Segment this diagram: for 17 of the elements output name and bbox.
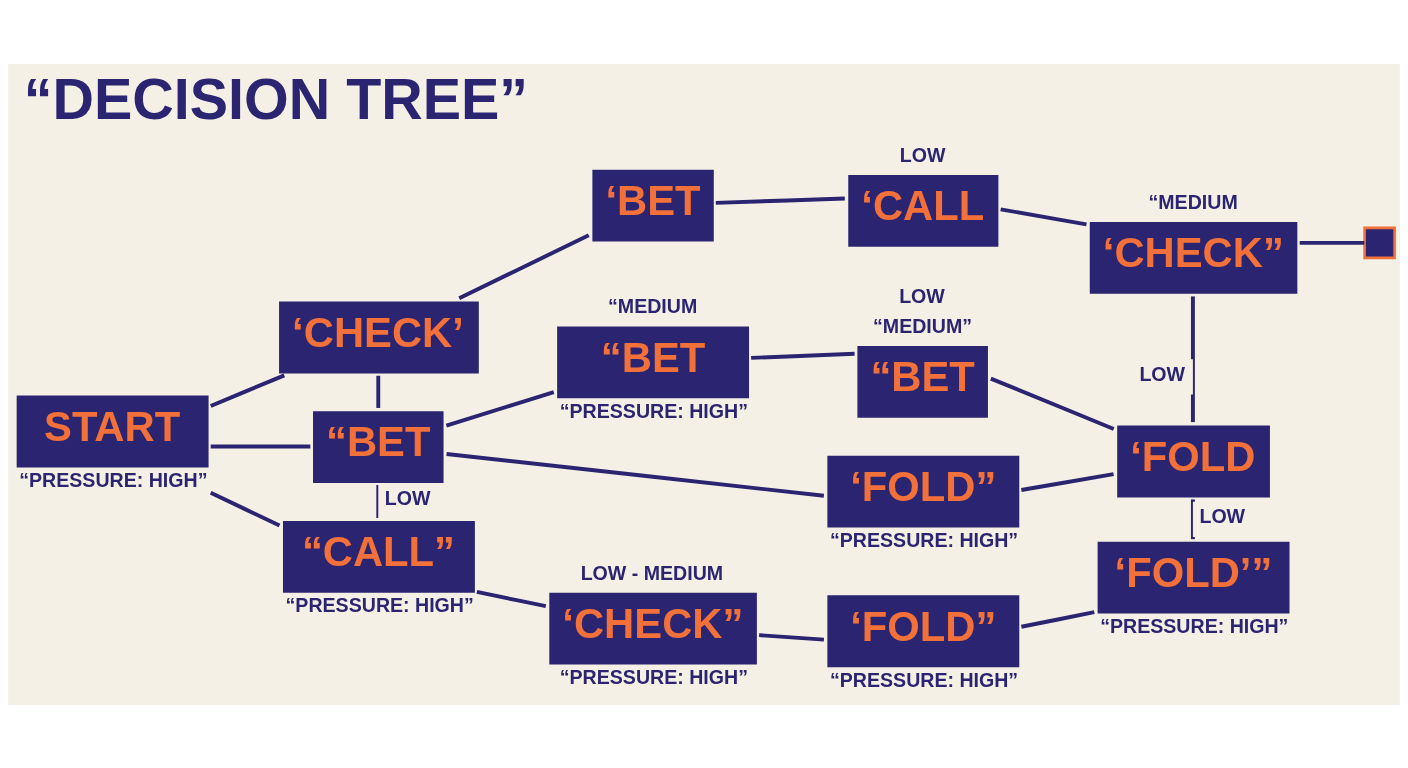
node-label: “PRESSURE: HIGH” <box>559 665 748 688</box>
node-label: “PRESSURE: HIGH” <box>829 668 1019 691</box>
node-label: LOW - MEDIUM <box>580 561 724 584</box>
node-label: “PRESSURE: HIGH” <box>285 593 474 616</box>
node-label: “PRESSURE: HIGH” <box>19 468 208 491</box>
edge-label: LOW <box>384 486 431 509</box>
node-label: “PRESSURE: HIGH” <box>559 399 748 422</box>
node-label: “MEDIUM <box>608 294 698 317</box>
node-label: “PRESSURE: HIGH” <box>829 528 1019 551</box>
node-label: LOW <box>899 143 946 166</box>
node-label: “PRESSURE: HIGH” <box>1100 614 1289 637</box>
edge-label: LOW <box>1199 504 1246 527</box>
node-label: LOW <box>899 284 945 307</box>
node-label: “MEDIUM <box>1148 190 1238 213</box>
diagram-title: “DECISION TREE” <box>23 66 529 131</box>
edge-label: LOW <box>1139 362 1186 385</box>
node-label: “MEDIUM” <box>873 314 973 337</box>
